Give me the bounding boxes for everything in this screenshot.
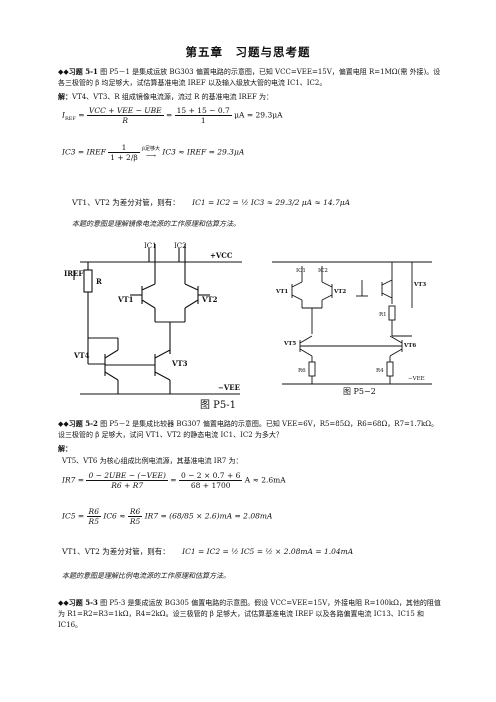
solution-text-2: VT5、VT6 为核心组成比例电流源，其基准电流 IR7 为： <box>62 457 243 465</box>
label-iref: IREF <box>64 269 83 278</box>
label-r: R <box>96 277 102 286</box>
label-r4: R4 <box>376 368 384 374</box>
label-vcc: +VCC <box>210 251 233 260</box>
chapter-title: 第五章 习题与思考题 <box>185 45 311 59</box>
problem-head: ◆◆习题 5-1 <box>58 67 98 76</box>
label-vee-b: −VEE <box>408 376 425 382</box>
label-ic1-b: IC1 <box>296 268 306 274</box>
label-vt5: VT5 <box>283 341 296 347</box>
problem-5-3-statement: ◆◆习题 5-3 图 P5-3 是集成运放 BG305 偏置电路的示意图。假设 … <box>58 598 441 629</box>
solution-line-2: 解： <box>58 444 72 453</box>
label-vee: −VEE <box>218 383 240 392</box>
label-ic1: IC1 <box>144 242 157 250</box>
label-r6: R6 <box>298 368 306 374</box>
label-vt6: VT6 <box>403 343 416 349</box>
label-ic2-b: IC2 <box>318 268 328 274</box>
label-ic2: IC2 <box>174 242 187 250</box>
problem-5-1-statement: ◆◆习题 5-1 图 P5－1 是集成运放 BG303 偏置电路的示意图，已知 … <box>58 67 441 87</box>
label-r1: R1 <box>379 312 387 318</box>
problem-note-2: 本题的意图是理解比例电流源的工作原理和估算方法。 <box>62 572 230 580</box>
label-vt2: VT2 <box>201 295 218 304</box>
equation-ic1-ic2: VT1、VT2 为差分对管，则有： IC1 = IC2 = ½ IC3 ≈ 29… <box>72 198 351 207</box>
problem-5-2-statement: ◆◆习题 5-2 图 P5－2 是集成比较器 BG307 偏置电路的示意图。已知… <box>58 419 439 439</box>
figure-caption-p5-2: 图 P5−2 <box>343 387 376 396</box>
circuit-figure-p5-2: IC1 IC2 VT1 VT2 VT3 R1 VT5 VT6 R6 R4 −VE… <box>272 261 432 385</box>
label-vt3-b: VT3 <box>413 282 426 288</box>
label-vt4: VT4 <box>73 351 90 360</box>
equation-ic1-ic2-b: VT1、VT2 为差分对管，则有： IC1 = IC2 = ½ IC5 = ½ … <box>62 547 354 556</box>
label-vt1-b: VT1 <box>275 289 288 295</box>
problem-note: 本题的意图是理解镜像电流源的工作原理和估算方法。 <box>72 220 240 228</box>
equation-ir7: IR7 = 0 − 2UBE − (−VEE)R6 + R7 = 0 − 2 ×… <box>62 471 286 490</box>
label-vt1: VT1 <box>117 295 134 304</box>
label-vt3: VT3 <box>171 359 188 368</box>
label-vt2-b: VT2 <box>333 289 346 295</box>
figure-caption-p5-1: 图 P5-1 <box>200 400 237 411</box>
solution-line: 解：VT4、VT3、R 组成镜像电流源，流过 R 的基准电流 IREF 为： <box>58 92 274 101</box>
circuit-figure-p5-1: IREF R IC1 IC2 +VCC VT1 VT2 VT4 VT3 −VEE <box>64 242 242 395</box>
